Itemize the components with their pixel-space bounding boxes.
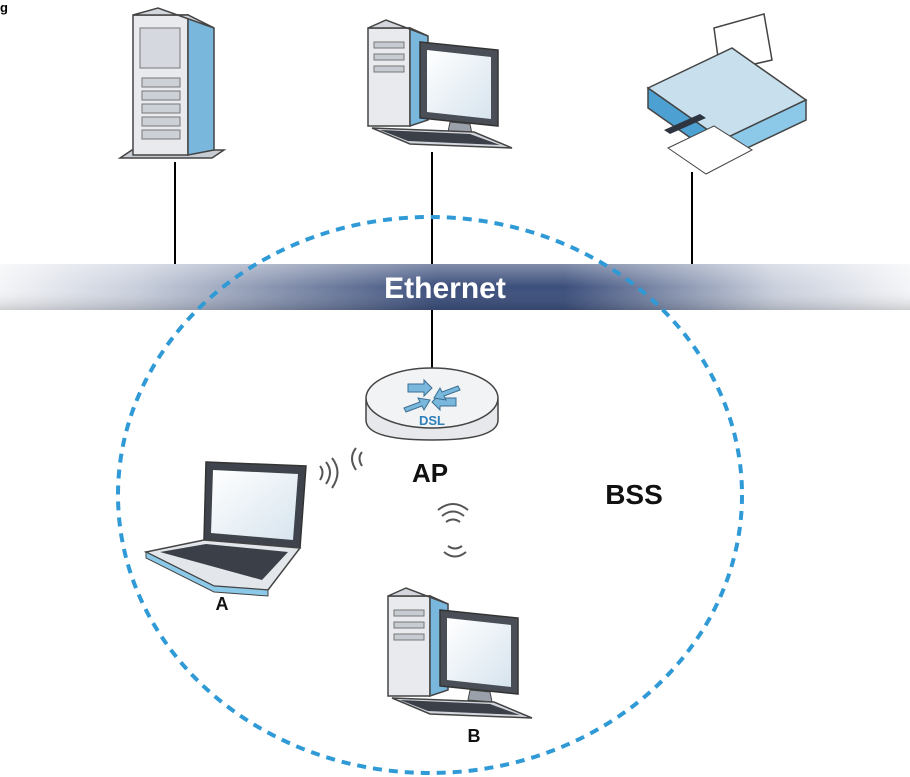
ap-label: AP [412, 458, 448, 488]
router-dsl-badge: DSL [419, 413, 445, 428]
desktop-computer-icon [387, 587, 533, 719]
bss-boundary [116, 215, 744, 775]
wireless-signal-icon [319, 447, 363, 489]
server-icon [117, 7, 227, 159]
desktop-computer-icon [367, 19, 513, 149]
bss-label: BSS [605, 479, 663, 510]
router-icon: DSL [365, 367, 499, 441]
station-b-label: B [468, 726, 481, 746]
wireless-signal-icon [437, 503, 469, 558]
laptop-icon [143, 461, 307, 597]
printer-icon [646, 13, 808, 175]
station-a-label: A [216, 594, 229, 614]
figure-label: g [0, 0, 8, 15]
wired-links [174, 152, 693, 370]
ethernet-label: Ethernet [384, 272, 506, 305]
ethernet-bus: Ethernet [0, 264, 910, 310]
